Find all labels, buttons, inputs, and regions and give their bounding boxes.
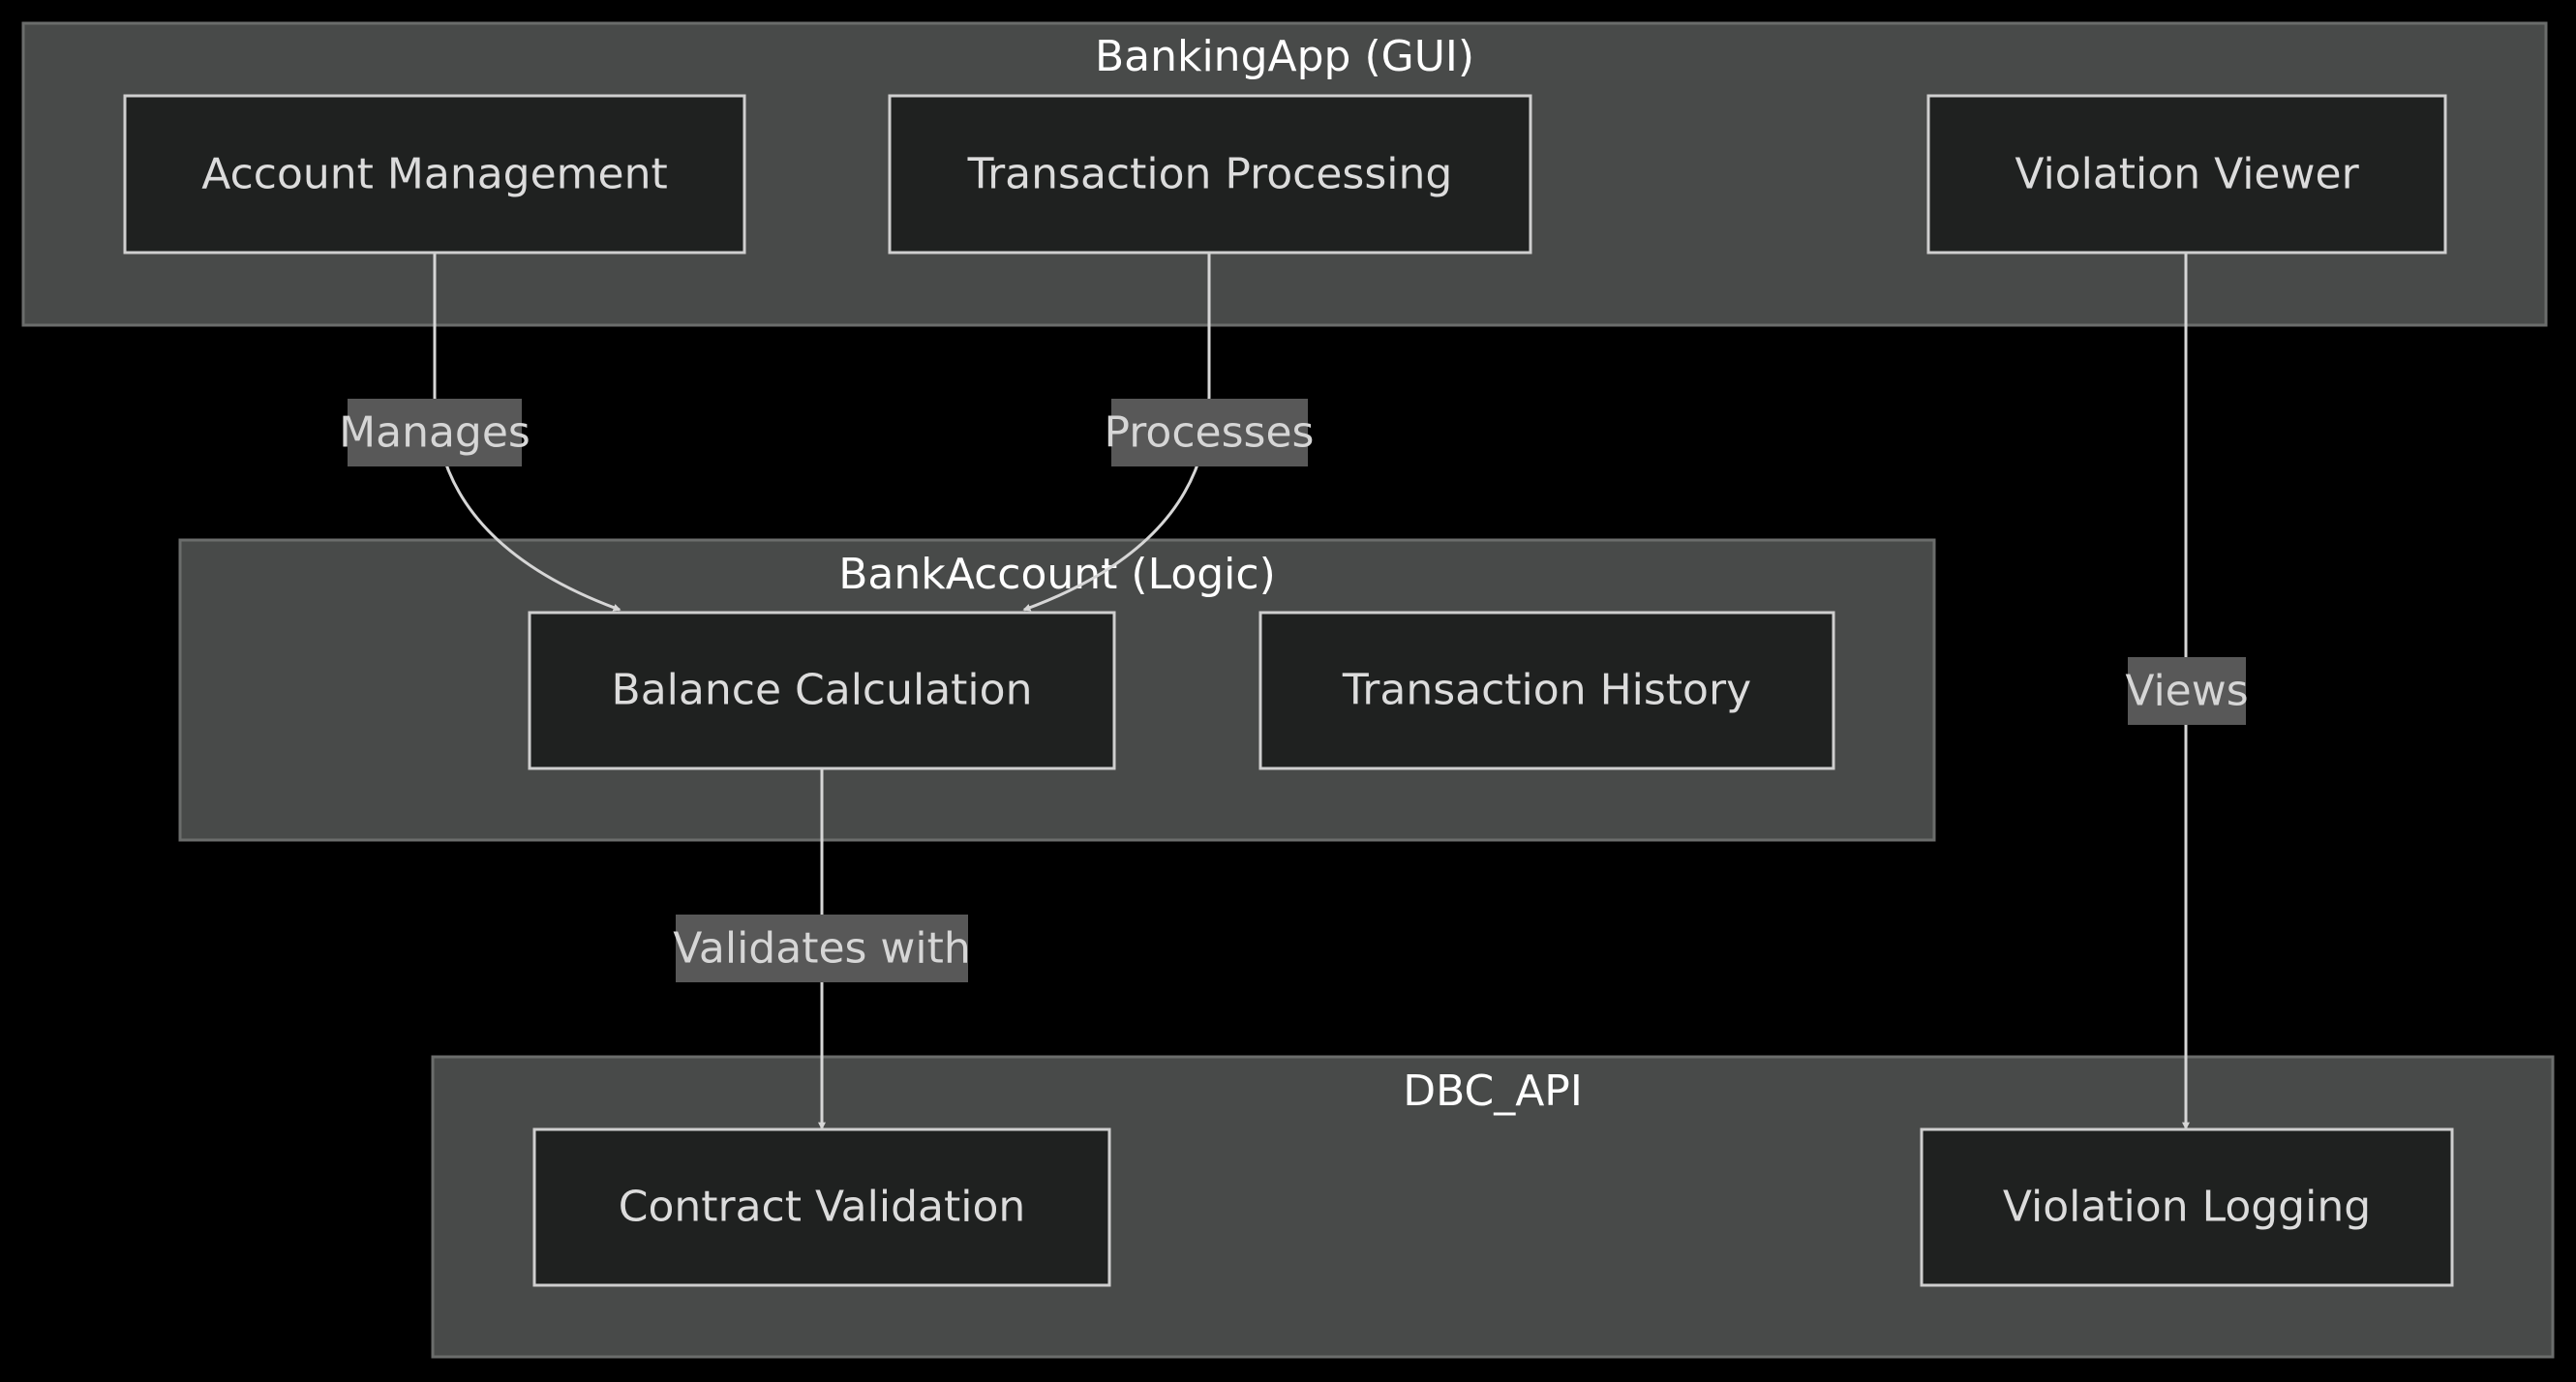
cluster-title: BankAccount (Logic) (838, 550, 1276, 599)
node-box[interactable] (1920, 1127, 2454, 1287)
node-transaction-history[interactable]: Transaction History (1258, 611, 1835, 770)
node-box[interactable] (123, 94, 746, 255)
edge-label-text: Processes (1105, 408, 1315, 458)
edge-label-bg (348, 399, 522, 466)
edge-label-bg (1111, 399, 1308, 466)
node-label: Contract Validation (619, 1183, 1026, 1232)
node-label: Transaction History (1342, 666, 1751, 715)
node-transaction-processing[interactable]: Transaction Processing (888, 94, 1532, 255)
node-contract-validation[interactable]: Contract Validation (532, 1127, 1111, 1287)
edge-label-text: Manages (339, 408, 530, 458)
cluster-title: BankingApp (GUI) (1095, 32, 1474, 81)
cluster-title: DBC_API (1403, 1067, 1583, 1116)
node-label: Account Management (201, 150, 668, 199)
node-box[interactable] (1258, 611, 1835, 770)
edge-label-text: Validates with (673, 924, 971, 974)
node-label: Balance Calculation (612, 666, 1033, 715)
edge-label-text: Views (2125, 667, 2248, 716)
node-box[interactable] (1926, 94, 2447, 255)
edge-label-views: Views (2125, 657, 2249, 725)
node-violation-viewer[interactable]: Violation Viewer (1926, 94, 2447, 255)
node-balance-calculation[interactable]: Balance Calculation (528, 611, 1116, 770)
node-label: Violation Logging (2003, 1183, 2371, 1232)
edge-label-bg (2128, 657, 2246, 725)
node-violation-logging[interactable]: Violation Logging (1920, 1127, 2454, 1287)
edge-label-validates-with: Validates with (673, 915, 971, 982)
edge-label-processes: Processes (1105, 399, 1315, 466)
node-box[interactable] (532, 1127, 1111, 1287)
node-box[interactable] (528, 611, 1116, 770)
node-label: Violation Viewer (2015, 150, 2359, 199)
node-label: Transaction Processing (967, 150, 1453, 199)
edge-label-bg (676, 915, 968, 982)
node-box[interactable] (888, 94, 1532, 255)
node-account-management[interactable]: Account Management (123, 94, 746, 255)
edge-label-manages: Manages (339, 399, 530, 466)
